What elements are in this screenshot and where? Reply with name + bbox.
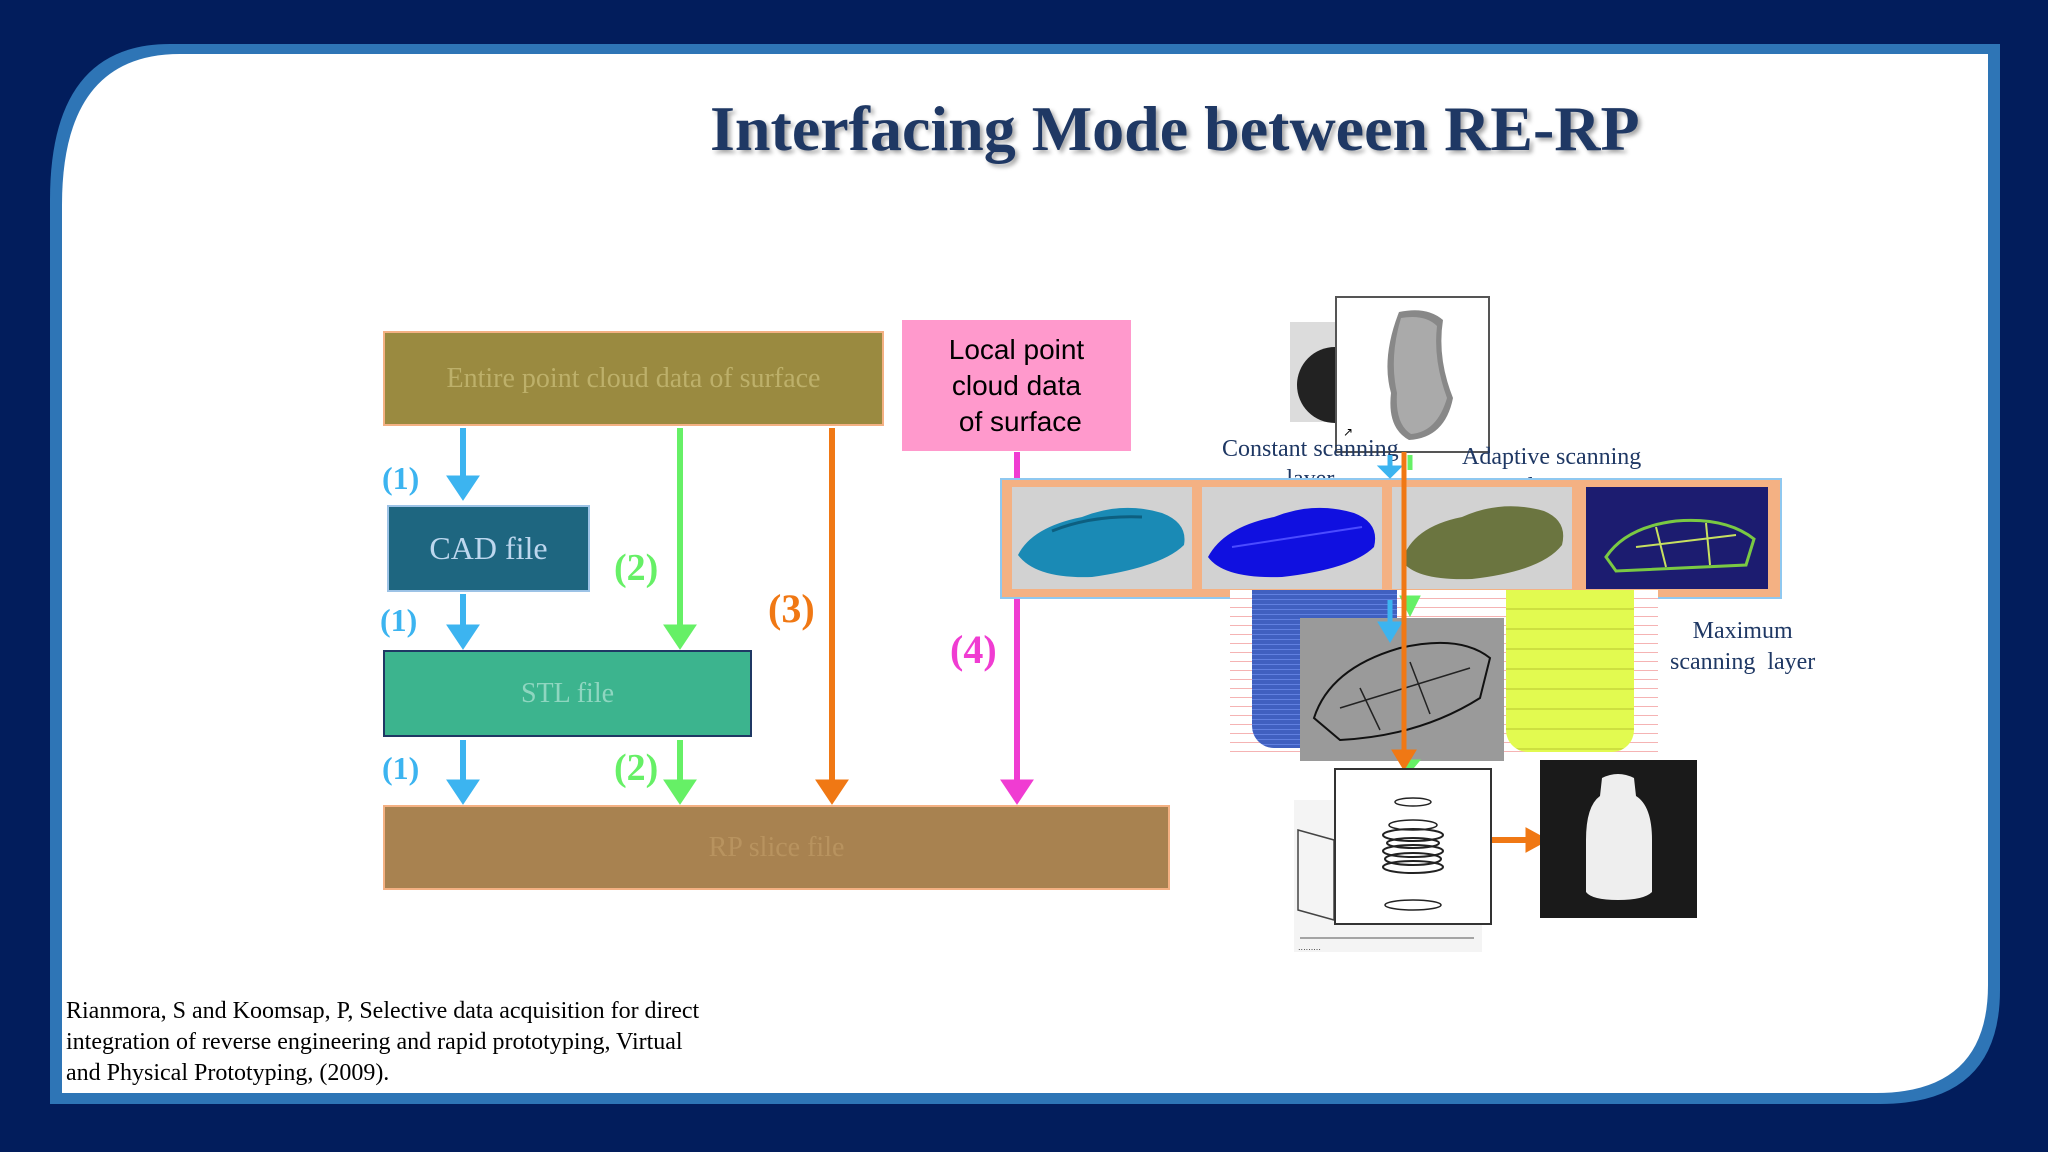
cad-file-label: CAD file bbox=[429, 530, 548, 566]
right-blue-arrow bbox=[1376, 455, 1404, 643]
path-1-label-mid: (1) bbox=[380, 602, 418, 638]
point-cloud-bottle-icon: ↗ bbox=[1343, 310, 1453, 440]
point-cloud-image: ↗ bbox=[1335, 296, 1490, 453]
path-2-arrows bbox=[663, 428, 697, 805]
sliced-object-image bbox=[1334, 768, 1492, 925]
svg-text:.........: ......... bbox=[1298, 943, 1321, 952]
path-3-label: (3) bbox=[768, 586, 815, 631]
car-model-olive-image bbox=[1392, 487, 1572, 589]
rp-slice-file-label: RP slice file bbox=[708, 831, 845, 863]
car-model-blue-image bbox=[1202, 487, 1382, 589]
path-2-label-bottom: (2) bbox=[614, 747, 659, 789]
cad-file-box: CAD file bbox=[387, 505, 590, 592]
path-1-label-top: (1) bbox=[382, 460, 420, 496]
path-3-arrow bbox=[815, 428, 849, 805]
stl-file-label: STL file bbox=[520, 677, 615, 709]
local-point-cloud-box: Local point cloud data of surface bbox=[902, 320, 1131, 451]
printed-bottle-photo bbox=[1540, 760, 1697, 918]
right-orange-arrow bbox=[1391, 452, 1550, 853]
entire-point-cloud-box: Entire point cloud data of surface bbox=[383, 331, 884, 426]
maximum-scanning-label: Maximum scanning layer bbox=[1670, 618, 1816, 675]
maximum-layer-block bbox=[1506, 590, 1634, 752]
slide-title: Interfacing Mode between RE-RP bbox=[710, 93, 1640, 164]
svg-text:↗: ↗ bbox=[1343, 425, 1353, 439]
path-1-arrows bbox=[446, 428, 480, 805]
path-1-label-bottom: (1) bbox=[382, 750, 420, 786]
car-model-wireframe-image bbox=[1586, 487, 1768, 589]
local-point-cloud-label: Local point cloud data of surface bbox=[948, 333, 1085, 437]
stl-file-box: STL file bbox=[383, 650, 752, 737]
scanned-object-shadow-image bbox=[1297, 347, 1340, 423]
citation-text: Rianmora, S and Koomsap, P, Selective da… bbox=[66, 998, 700, 1086]
rp-slice-file-box: RP slice file bbox=[383, 805, 1170, 890]
path-2-label-top: (2) bbox=[614, 547, 659, 589]
car-model-cyan-image bbox=[1012, 487, 1192, 589]
slice-layers-icon bbox=[1382, 797, 1444, 911]
entire-point-cloud-label: Entire point cloud data of surface bbox=[446, 362, 821, 394]
path-4-label: (4) bbox=[950, 627, 997, 672]
